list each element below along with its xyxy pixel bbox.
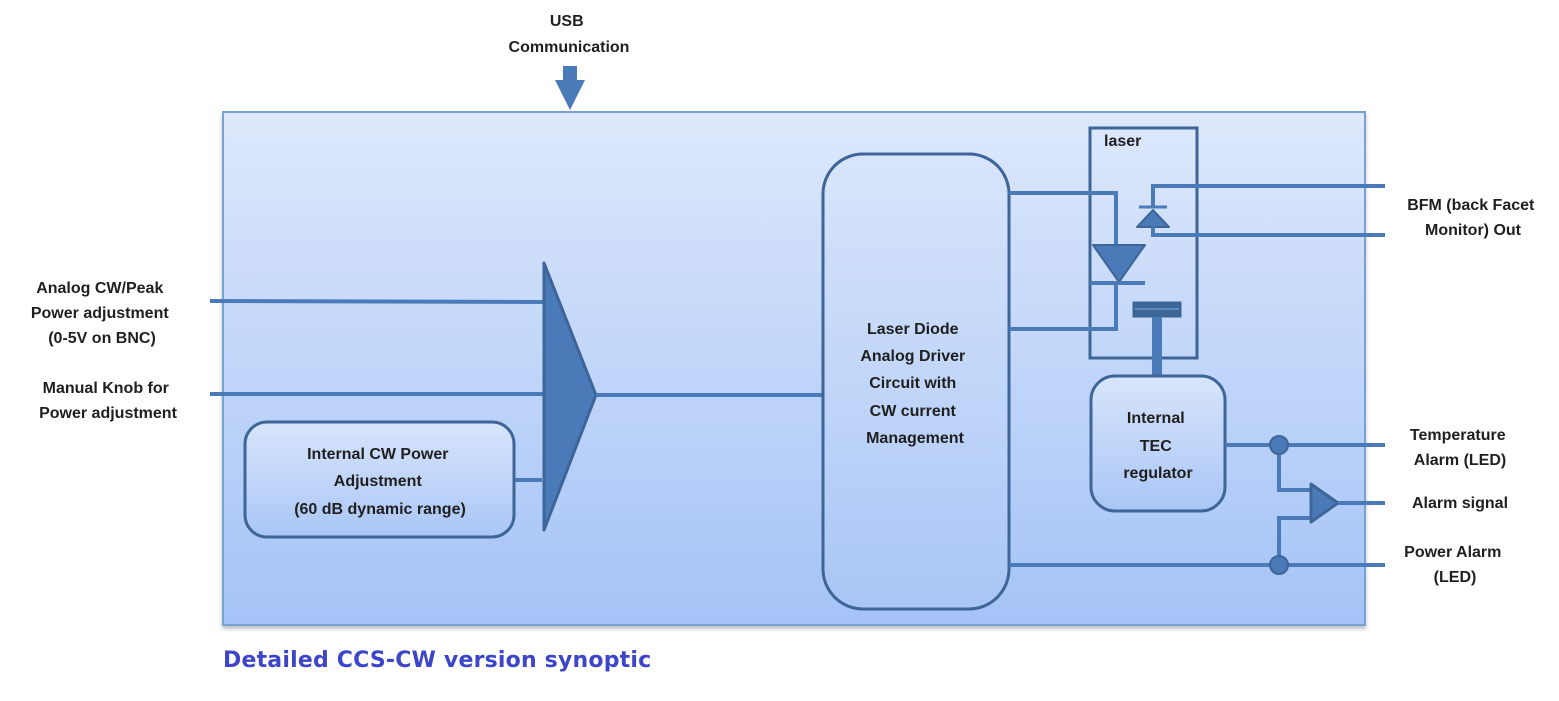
knob-input-label: Manual Knob for Power adjustment bbox=[39, 380, 177, 422]
internal-cw-power-block bbox=[243, 420, 516, 539]
junction-dot-power bbox=[1269, 555, 1289, 575]
laser-package bbox=[1088, 126, 1199, 360]
laser-driver-block bbox=[821, 152, 1011, 611]
diagram-caption: Detailed CCS-CW version synoptic bbox=[223, 648, 652, 673]
comparator-input-top bbox=[1277, 445, 1312, 492]
bfm-output-label: BFM (back Facet Monitor) Out bbox=[1407, 197, 1539, 239]
alarm-signal-label: Alarm signal bbox=[1412, 495, 1508, 512]
analog-input-label: Analog CW/Peak Power adjustment (0-5V on… bbox=[31, 280, 173, 347]
amplifier-triangle-icon bbox=[542, 261, 598, 532]
laser-label: laser bbox=[1104, 133, 1141, 150]
temperature-alarm-label: Temperature Alarm (LED) bbox=[1410, 427, 1510, 469]
driver-label: Laser Diode Analog Driver Circuit with C… bbox=[860, 321, 969, 447]
bfm-out-wire-top bbox=[1151, 184, 1385, 207]
junction-dot-temp bbox=[1269, 435, 1289, 455]
driver-cathode-wire bbox=[1009, 284, 1118, 331]
usb-label: USB Communication bbox=[509, 13, 630, 56]
tec-link bbox=[1152, 317, 1162, 377]
comparator-input-bottom bbox=[1277, 516, 1312, 565]
tec-label: Internal TEC regulator bbox=[1123, 410, 1192, 482]
usb-arrow-icon bbox=[555, 66, 585, 110]
power-alarm-label: Power Alarm (LED) bbox=[1404, 544, 1506, 586]
device-panel bbox=[222, 111, 1366, 626]
internal-cw-label: Internal CW Power Adjustment (60 dB dyna… bbox=[294, 446, 466, 518]
alarm-gate-icon bbox=[1309, 482, 1340, 524]
bfm-out-wire-bottom bbox=[1151, 227, 1385, 237]
laser-diode-icon bbox=[1090, 244, 1146, 285]
driver-anode-wire bbox=[1009, 191, 1118, 245]
analog-input-line bbox=[209, 299, 546, 304]
